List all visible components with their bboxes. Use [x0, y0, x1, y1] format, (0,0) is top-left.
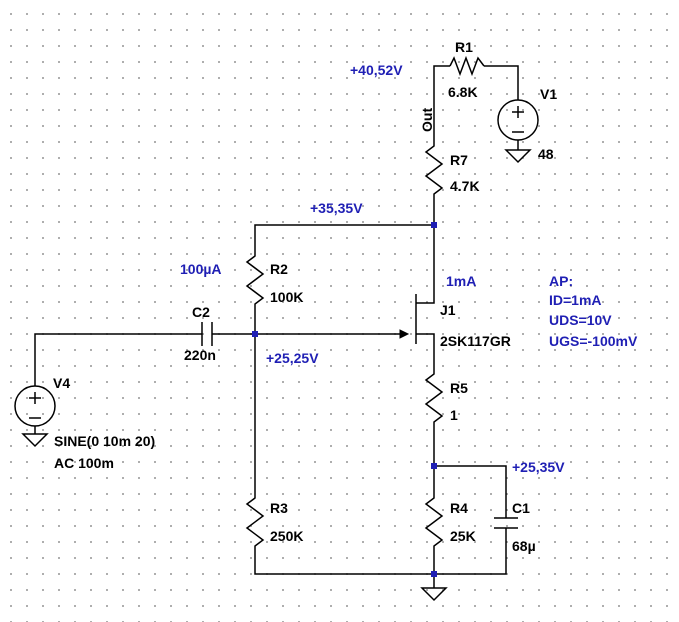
- r1-name: R1: [455, 39, 473, 55]
- junction-gate: [252, 331, 258, 337]
- resistor-r7[interactable]: [424, 138, 444, 200]
- r5-name: R5: [450, 380, 468, 396]
- c2-value: 220n: [184, 347, 216, 363]
- jfet-gate-arrow: [399, 329, 410, 339]
- r5-value: 1: [450, 407, 458, 423]
- ground-icon-v1: [504, 149, 532, 164]
- c1-value: 68µ: [512, 538, 536, 554]
- voltage-gate: +25,25V: [266, 350, 319, 366]
- wire-source-node-to-c1: [434, 465, 507, 518]
- ground-icon-v4: [21, 433, 49, 448]
- jfet-j1[interactable]: [399, 292, 435, 344]
- junctions: [252, 222, 437, 577]
- ap-uds: UDS=10V: [549, 312, 612, 328]
- voltage-out: +40,52V: [350, 62, 403, 78]
- wire-drain-to-r2: [254, 224, 434, 250]
- resistor-r2[interactable]: [245, 250, 265, 310]
- j1-name: J1: [440, 302, 456, 318]
- v4-name: V4: [53, 375, 70, 391]
- resistor-r4[interactable]: [424, 490, 444, 550]
- junction-source: [431, 463, 437, 469]
- ap-ugs: UGS=-100mV: [549, 333, 638, 349]
- r2-value: 100K: [270, 289, 303, 305]
- ground-icon-main: [420, 587, 448, 602]
- wire-r3-to-ground: [254, 550, 434, 575]
- r7-name: R7: [450, 152, 468, 168]
- voltage-source-v4[interactable]: [14, 385, 56, 434]
- wires: [34, 65, 519, 588]
- r1-value: 6.8K: [448, 84, 478, 100]
- wire-r1-to-v1: [484, 65, 519, 92]
- r3-name: R3: [270, 500, 288, 516]
- v1-value: 48: [538, 146, 554, 162]
- capacitor-c1[interactable]: [494, 517, 518, 529]
- junction-ground: [431, 571, 437, 577]
- v1-name: V1: [540, 86, 557, 102]
- resistor-r3[interactable]: [245, 490, 265, 550]
- voltage-drain: +35,35V: [310, 200, 363, 216]
- resistor-r1[interactable]: [449, 55, 485, 77]
- r4-value: 25K: [450, 528, 476, 544]
- resistor-r5[interactable]: [424, 366, 444, 432]
- wire-c1-to-ground: [434, 528, 507, 575]
- wire-out-to-r1: [433, 65, 450, 120]
- ap-id: ID=1mA: [549, 292, 602, 308]
- r3-value: 250K: [270, 528, 303, 544]
- wire-v4-to-c2: [34, 333, 202, 386]
- capacitor-c2[interactable]: [201, 322, 213, 346]
- c1-name: C1: [512, 500, 530, 516]
- ap-title: AP:: [549, 273, 573, 289]
- voltage-source: +25,35V: [512, 459, 565, 475]
- junction-drain: [431, 222, 437, 228]
- v4-value-line1: SINE(0 10m 20): [54, 433, 155, 449]
- v4-value-line2: AC 100m: [54, 455, 114, 471]
- r4-name: R4: [450, 500, 468, 516]
- voltage-source-v1[interactable]: [497, 92, 539, 150]
- j1-value: 2SK117GR: [440, 333, 511, 349]
- c2-name: C2: [192, 304, 210, 320]
- r2-name: R2: [270, 261, 288, 277]
- out-net-label: Out: [419, 108, 435, 132]
- r7-value: 4.7K: [450, 178, 480, 194]
- current-r2: 100µA: [180, 261, 222, 277]
- current-drain: 1mA: [446, 273, 476, 289]
